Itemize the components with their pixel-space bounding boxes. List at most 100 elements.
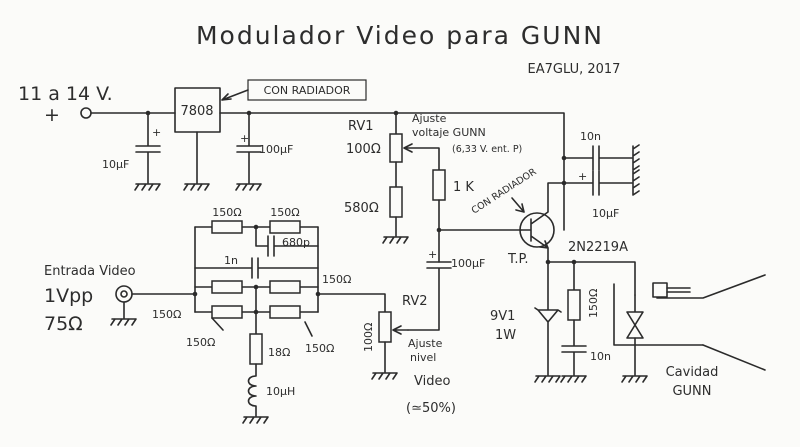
gunn-cavity-wall-left — [613, 283, 704, 346]
tp-capacitor-10n — [561, 319, 587, 376]
node-dot — [192, 291, 198, 297]
resistor-150-d — [269, 280, 301, 294]
rv2-potentiometer — [378, 311, 392, 343]
rv1-value: 100Ω — [346, 142, 381, 157]
svg-text:+: + — [578, 170, 587, 183]
network-output-wire — [317, 293, 386, 313]
transistor-label: 2N2219A — [568, 240, 628, 255]
capacitor-680p — [255, 226, 319, 257]
rv2-wiper — [392, 325, 409, 335]
coupling-capacitor-value: 100µF — [451, 257, 485, 270]
input-impedance: 75Ω — [44, 313, 83, 335]
rv2-note-2: nivel — [410, 351, 436, 364]
ground-symbol — [632, 144, 640, 171]
regulator-output-capacitor: + — [236, 112, 262, 184]
cavity-label-line1: Cavidad — [666, 365, 719, 380]
supply-voltage-label: 11 a 14 V. — [18, 83, 113, 105]
capacitor-1n-value: 1n — [224, 254, 238, 267]
capacitor-1n — [194, 257, 319, 279]
tp-capacitor-10n-value: 10n — [590, 350, 611, 363]
ground-symbol — [382, 236, 409, 244]
rv2-note-3: Video — [414, 374, 450, 389]
resistor-150-f-value: 150Ω — [305, 342, 334, 355]
zener-diode — [534, 261, 562, 376]
transistor-heatsink-note: CON RADIADOR — [470, 166, 539, 216]
resistor-150-a-value: 150Ω — [212, 206, 241, 219]
resistor-150-a — [211, 220, 243, 234]
input-label: Entrada Video — [44, 264, 136, 279]
coupling-capacitor: + — [407, 248, 452, 331]
resistor-150-e — [211, 305, 243, 319]
arrow-to-transistor — [511, 197, 525, 213]
resistor-580-value: 580Ω — [344, 201, 379, 216]
rv2-note-4: (≃50%) — [406, 401, 456, 416]
resistor-150-e-value: 150Ω — [186, 336, 215, 349]
regulator-output-capacitor-value: 100µF — [259, 143, 293, 156]
author-credit: EA7GLU, 2017 — [528, 62, 621, 77]
supply-plus-sign: + — [44, 104, 60, 126]
ground-symbol — [560, 375, 587, 383]
emitter-rail-wire — [547, 261, 636, 296]
gunn-capacitor-10uF-value: 10µF — [592, 207, 619, 220]
rv1-note-3: (6,33 V. ent. P) — [452, 144, 522, 155]
ground-symbol — [134, 183, 161, 191]
zener-name: 9V1 — [490, 309, 515, 324]
transistor-leads — [520, 182, 565, 263]
gunn-tuning-screw-shaft — [666, 287, 691, 293]
resistor-150-d-value: 150Ω — [322, 273, 351, 286]
supply-terminal — [80, 107, 92, 119]
inductor-10uH — [247, 363, 257, 417]
resistor-150-tp — [567, 289, 581, 321]
input-capacitor: + — [135, 112, 161, 184]
ground-symbol — [371, 372, 398, 380]
resistor-150-b — [269, 220, 301, 234]
resistor-1k-value: 1 K — [453, 180, 474, 195]
transistor-2n2219a — [519, 212, 555, 248]
svg-text:+: + — [240, 132, 249, 145]
testpoint-label: T.P. — [507, 252, 528, 267]
gunn-capacitor-10n-value: 10n — [580, 130, 601, 143]
rv1-name: RV1 — [348, 119, 374, 134]
resistor-18-value: 18Ω — [268, 346, 290, 359]
capacitor-680p-value: 680p — [282, 236, 310, 249]
rv1-note-2: voltaje GUNN — [412, 126, 486, 139]
ground-symbol — [632, 169, 640, 196]
resistor-1k — [432, 169, 446, 201]
regulator-heatsink-note: CON RADIADOR — [264, 84, 351, 97]
resistor-150-tp-value: 150Ω — [587, 289, 600, 318]
gunn-diode — [626, 294, 644, 339]
resistor-18 — [249, 333, 263, 365]
gunn-decoupling-capacitor-10uF: + — [563, 170, 633, 196]
resistor-580 — [389, 186, 403, 218]
rail-8v-wire — [219, 112, 565, 231]
rv2-value: 100Ω — [362, 323, 375, 352]
diagram-title: Modulador Video para GUNN — [196, 21, 604, 50]
resistor-150-c — [211, 280, 243, 294]
svg-text:+: + — [152, 126, 161, 139]
input-level: 1Vpp — [44, 285, 93, 307]
pointer-line — [304, 321, 313, 337]
ground-symbol — [235, 183, 262, 191]
resistor-150-f — [269, 305, 301, 319]
ground-symbol — [242, 416, 269, 424]
input-capacitor-value: 10µF — [102, 158, 129, 171]
inductor-value: 10µH — [266, 385, 295, 398]
zener-power: 1W — [495, 328, 516, 343]
resistor-150-b-value: 150Ω — [270, 206, 299, 219]
arrow-to-regulator — [221, 89, 249, 101]
ground-symbol — [534, 375, 561, 383]
gunn-decoupling-capacitor-10n — [563, 145, 633, 171]
ground-symbol — [110, 318, 137, 326]
ground-symbol — [621, 375, 648, 383]
rv1-wiper — [403, 143, 440, 171]
rv1-note-1: Ajuste — [412, 112, 447, 125]
regulator-label: 7808 — [180, 104, 213, 119]
rv2-note-1: Ajuste — [408, 337, 443, 350]
rv2-name: RV2 — [402, 294, 428, 309]
video-input-connector — [115, 285, 133, 303]
svg-text:+: + — [428, 248, 437, 261]
gunn-cavity-waveguide — [656, 274, 766, 371]
resistor-150-c-value: 150Ω — [152, 308, 181, 321]
